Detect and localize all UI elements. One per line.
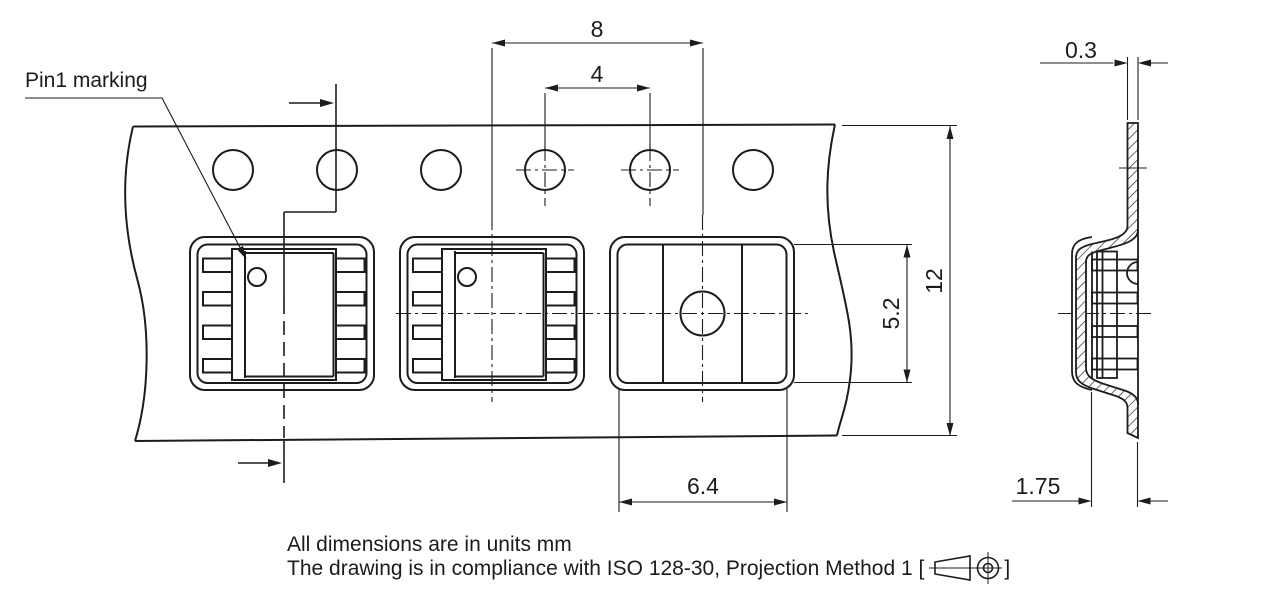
dim-pocket-depth: 1.75	[1016, 473, 1061, 499]
tape-bottom-edge	[134, 434, 838, 442]
sprocket-holes	[212, 149, 774, 191]
section-arrow	[320, 99, 334, 107]
pocket-bottom-hole	[679, 290, 726, 337]
dimension-arrows	[492, 39, 954, 506]
sprocket-hole	[732, 149, 774, 191]
dimension-lines	[491, 42, 957, 512]
compliance-note: The drawing is in compliance with ISO 12…	[287, 551, 1011, 584]
section-arrow	[268, 459, 282, 467]
side-view-dimensions	[1012, 57, 1168, 507]
sprocket-hole	[316, 149, 358, 191]
pin1-leader	[25, 97, 247, 260]
dim-tape-thickness: 0.3	[1065, 37, 1097, 63]
pocket-1-with-package	[189, 236, 375, 391]
pin1-marking-label: Pin1 marking	[25, 69, 148, 92]
tape-cross-section	[1075, 122, 1139, 440]
tape-side-view	[1071, 122, 1147, 440]
tape-left-break-line	[124, 126, 148, 442]
pocket-silhouette	[1071, 236, 1093, 391]
drawing-notes: All dimensions are in units mm The drawi…	[287, 533, 1011, 584]
centerlines	[396, 146, 1152, 402]
pocket-hole-edge	[1126, 261, 1139, 285]
dim-tape-width: 12	[921, 268, 947, 294]
package-side-view	[1091, 250, 1139, 379]
dim-pocket-pitch: 8	[591, 16, 604, 42]
section-line	[238, 84, 337, 483]
tape-right-break-line	[826, 124, 853, 436]
dim-pocket-length: 5.2	[878, 298, 904, 330]
side-view-dimension-arrows	[1078, 59, 1151, 505]
tape-front-view	[124, 123, 853, 442]
leader-arrow	[236, 245, 246, 259]
sprocket-hole	[420, 149, 462, 191]
tape-top-edge	[132, 123, 836, 128]
compliance-note-text: The drawing is in compliance with ISO 12…	[287, 556, 925, 580]
dim-pocket-width: 6.4	[687, 473, 719, 499]
dim-hole-pitch: 4	[591, 61, 604, 87]
units-note: All dimensions are in units mm	[287, 533, 572, 556]
sprocket-hole	[212, 149, 254, 191]
first-angle-projection-symbol	[929, 551, 1003, 584]
compliance-note-bracket: ]	[1004, 556, 1011, 580]
